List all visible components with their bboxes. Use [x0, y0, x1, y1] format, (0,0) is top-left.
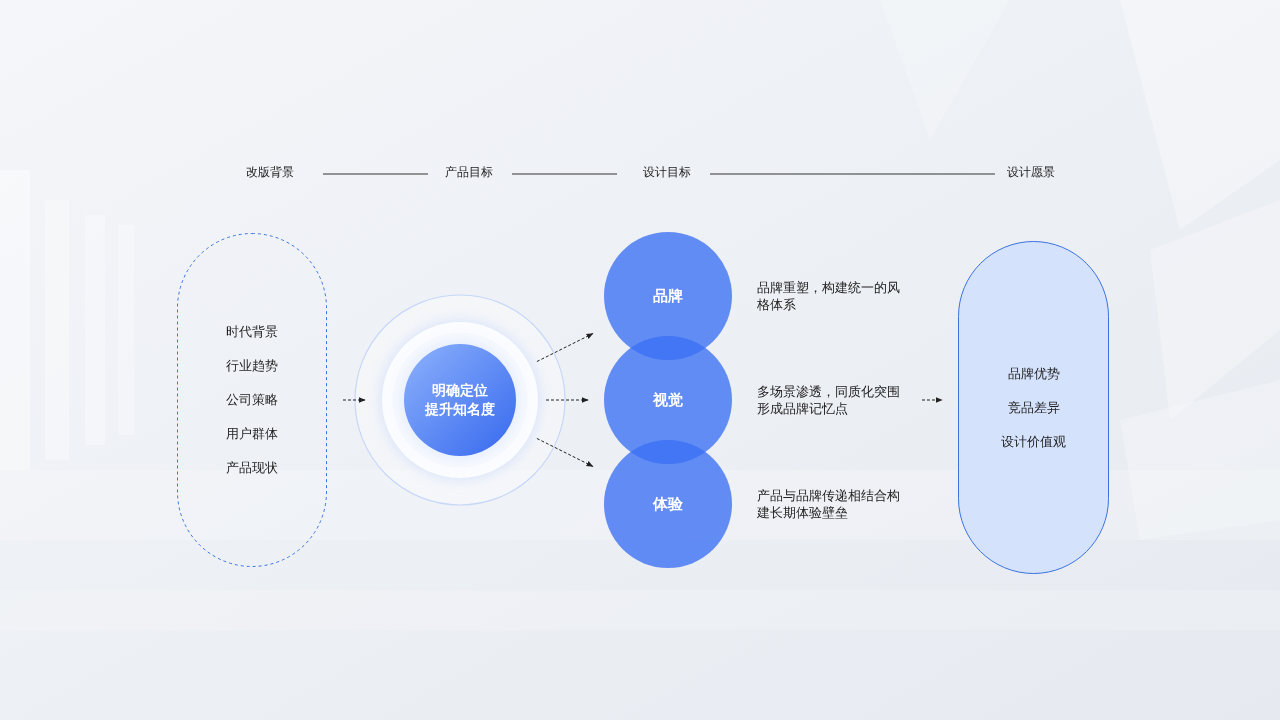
pill-shape	[959, 242, 1109, 574]
goal-circle: 明确定位 提升知名度	[404, 344, 516, 456]
circle-caption: 体验	[604, 440, 732, 568]
backdrop-panel	[85, 215, 105, 445]
node-text: 用户群体	[226, 425, 278, 443]
node-text: 时代背景	[226, 323, 278, 341]
backdrop-band	[0, 590, 1280, 630]
node-text: 品牌	[653, 287, 683, 306]
focus-rings	[355, 295, 565, 505]
header-rule	[323, 174, 428, 175]
stage-label: 产品目标	[445, 164, 493, 181]
description-block: 品牌重塑，构建统一的风格体系	[757, 279, 903, 313]
description-block: 多场景渗透，同质化突围形成品牌记忆点	[757, 383, 903, 417]
node-text: 品牌优势	[1008, 365, 1060, 383]
pill-shape	[178, 234, 327, 567]
middle-ring	[382, 322, 538, 478]
stage-pill: 品牌优势竞品差异设计价值观	[958, 241, 1109, 574]
backdrop-beam	[1120, 380, 1280, 540]
backdrop-beam	[1120, 0, 1280, 230]
target-circle: 体验 产品与品牌传递相结合构建长期体验壁垒	[604, 440, 920, 568]
node-text: 明确定位 提升知名度	[414, 381, 506, 419]
circle-outline	[404, 344, 516, 456]
header-rule	[512, 174, 617, 175]
header-rule	[710, 174, 995, 175]
stage-label: 设计目标	[643, 164, 691, 181]
circle-shape	[604, 440, 732, 568]
description-block: 产品与品牌传递相结合构建长期体验壁垒	[757, 487, 903, 521]
stage-label: 设计愿景	[1007, 164, 1055, 181]
node-text: 行业趋势	[226, 357, 278, 375]
dashed-arrow	[537, 438, 593, 466]
backdrop-panel	[0, 170, 30, 470]
text-stack: 时代背景行业趋势公司策略用户群体产品现状	[177, 233, 327, 567]
node-description: 品牌重塑，构建统一的风格体系	[757, 279, 903, 313]
stage-pill: 时代背景行业趋势公司策略用户群体产品现状	[177, 233, 327, 567]
text-stack: 明确定位 提升知名度	[404, 344, 516, 456]
circle-shape	[404, 344, 516, 456]
backdrop-beam	[880, 0, 1010, 140]
architecture-backdrop	[0, 0, 1280, 630]
outer-ring	[355, 295, 565, 505]
dashed-arrow	[343, 400, 365, 401]
node-text: 竞品差异	[1008, 399, 1060, 417]
stage-label: 改版背景	[246, 164, 294, 181]
node-text: 视觉	[653, 391, 683, 410]
dashed-arrow	[922, 400, 942, 401]
node-text: 体验	[653, 495, 683, 514]
backdrop-panel	[118, 225, 134, 435]
inner-halo	[392, 332, 528, 468]
dashed-arrow	[546, 400, 588, 401]
node-text: 产品现状	[226, 459, 278, 477]
node-text: 设计价值观	[1001, 433, 1066, 451]
node-text: 公司策略	[226, 391, 278, 409]
text-stack: 品牌优势竞品差异设计价值观	[958, 241, 1109, 574]
node-description: 多场景渗透，同质化突围形成品牌记忆点	[757, 383, 903, 417]
dashed-arrow	[537, 334, 593, 362]
backdrop-panel	[45, 200, 69, 460]
ring-glow	[380, 320, 540, 480]
node-description: 产品与品牌传递相结合构建长期体验壁垒	[757, 487, 903, 521]
